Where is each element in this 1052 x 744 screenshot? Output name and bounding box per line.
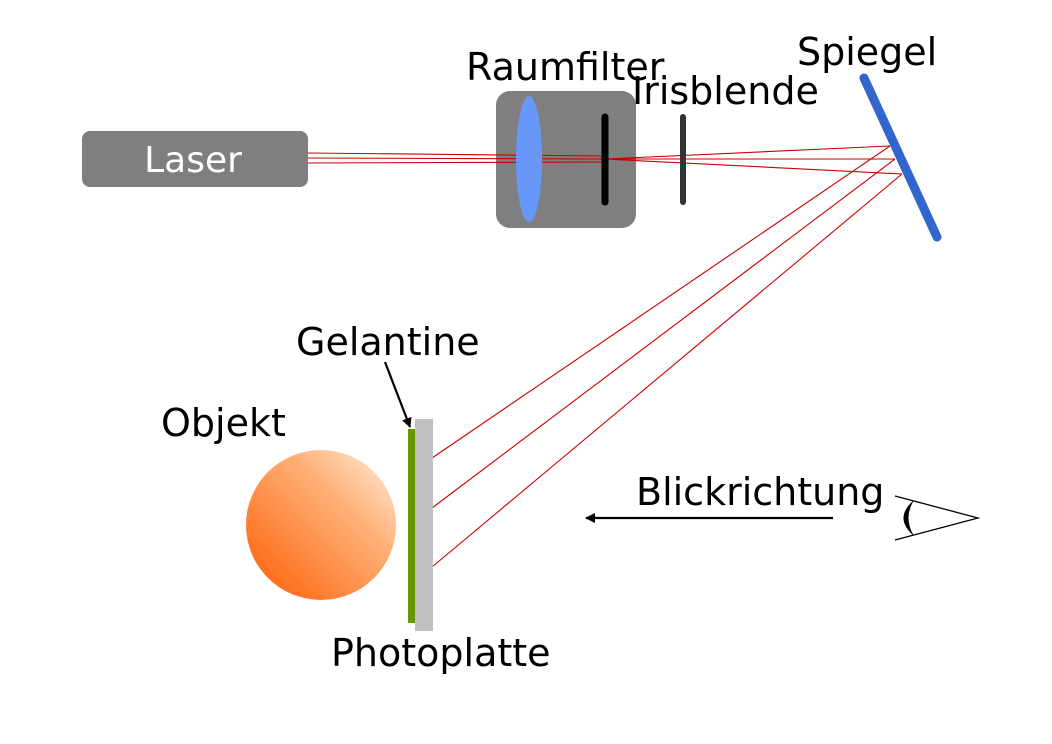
objekt-sphere [246,450,396,600]
eye-icon [894,495,981,541]
photoplatte [415,419,433,631]
gelantine-layer [408,429,415,623]
lens [516,96,542,222]
irisblende-label: Irisblende [632,69,819,113]
laser-body [82,131,308,187]
laser-label: Laser [144,140,242,181]
photoplatte-label: Photoplatte [331,631,551,675]
gelantine-pointer-arrow [383,361,412,428]
objekt-label: Objekt [161,401,286,445]
mirror [859,73,942,242]
spiegel-label: Spiegel [797,30,937,74]
raumfilter-label: Raumfilter [466,45,665,89]
laser-beams [307,145,903,568]
blickrichtung-label: Blickrichtung [636,470,884,514]
gelantine-label: Gelantine [296,320,480,364]
